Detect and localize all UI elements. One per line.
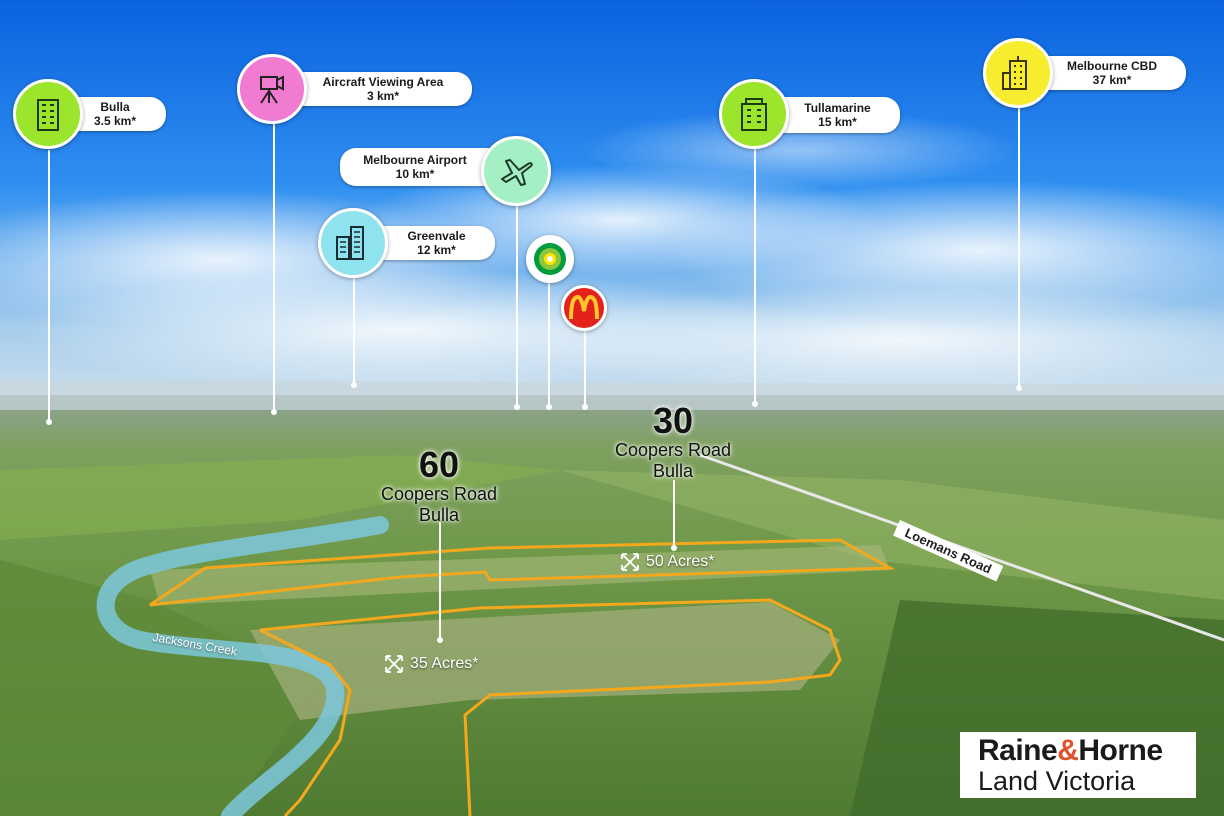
expand-arrows-icon bbox=[385, 655, 403, 673]
poi-stem-aircraft bbox=[273, 124, 275, 412]
poi-dot-aircraft bbox=[271, 409, 277, 415]
poi-dot-tullamarine bbox=[752, 401, 758, 407]
property-number: 30 bbox=[652, 400, 694, 441]
poi-stem-airport bbox=[516, 204, 518, 406]
poi-name: Tullamarine bbox=[804, 101, 871, 115]
property-label-30: 30 Coopers Road Bulla bbox=[598, 402, 748, 482]
poi-dot-mcdonalds bbox=[582, 404, 588, 410]
expand-arrows-icon bbox=[621, 553, 639, 571]
property-dot-30 bbox=[671, 545, 677, 551]
area-label-35: 35 Acres* bbox=[384, 654, 478, 674]
brand-logo: Raine&Horne Land Victoria bbox=[960, 732, 1196, 798]
bp-logo-icon bbox=[526, 235, 574, 283]
poi-distance: 10 km* bbox=[395, 167, 435, 181]
poi-stem-cbd bbox=[1018, 106, 1020, 388]
building-icon bbox=[13, 79, 83, 149]
video-camera-icon bbox=[237, 54, 307, 124]
city-buildings-icon bbox=[318, 208, 388, 278]
poi-stem-bp bbox=[548, 282, 550, 406]
property-suburb: Bulla bbox=[418, 505, 460, 525]
mcdonalds-logo-icon bbox=[561, 285, 607, 331]
poi-dot-airport bbox=[514, 404, 520, 410]
property-street: Coopers Road bbox=[614, 440, 732, 460]
airplane-icon bbox=[481, 136, 551, 206]
poi-dot-bulla bbox=[46, 419, 52, 425]
property-stem-60 bbox=[439, 522, 441, 640]
poi-name: Greenvale bbox=[407, 229, 466, 243]
property-label-60: 60 Coopers Road Bulla bbox=[364, 446, 514, 526]
poi-distance: 37 km* bbox=[1092, 73, 1132, 87]
area-value: 50 Acres* bbox=[646, 553, 715, 570]
area-label-50: 50 Acres* bbox=[620, 552, 714, 572]
poi-name: Bulla bbox=[100, 100, 130, 114]
poi-stem-tullamarine bbox=[754, 148, 756, 404]
property-street: Coopers Road bbox=[380, 484, 498, 504]
poi-stem-bulla bbox=[48, 150, 50, 422]
poi-name: Aircraft Viewing Area bbox=[322, 75, 444, 89]
poi-dot-cbd bbox=[1016, 385, 1022, 391]
poi-dot-greenvale bbox=[351, 382, 357, 388]
skyscraper-icon bbox=[983, 38, 1053, 108]
poi-stem-greenvale bbox=[353, 278, 355, 384]
poi-dot-bp bbox=[546, 404, 552, 410]
property-number: 60 bbox=[418, 444, 460, 485]
property-dot-60 bbox=[437, 637, 443, 643]
poi-distance: 12 km* bbox=[417, 243, 456, 257]
property-suburb: Bulla bbox=[652, 461, 694, 481]
poi-name: Melbourne Airport bbox=[363, 153, 467, 167]
poi-name: Melbourne CBD bbox=[1067, 59, 1157, 73]
building-icon bbox=[719, 79, 789, 149]
property-stem-30 bbox=[673, 480, 675, 548]
poi-distance: 3 km* bbox=[366, 89, 400, 103]
poi-distance: 15 km* bbox=[818, 115, 857, 129]
area-value: 35 Acres* bbox=[410, 655, 479, 672]
poi-stem-mcdonalds bbox=[584, 328, 586, 406]
poi-distance: 3.5 km* bbox=[93, 114, 137, 128]
brand-division: Land Victoria bbox=[978, 766, 1136, 796]
brand-name: Raine&Horne bbox=[978, 734, 1163, 767]
